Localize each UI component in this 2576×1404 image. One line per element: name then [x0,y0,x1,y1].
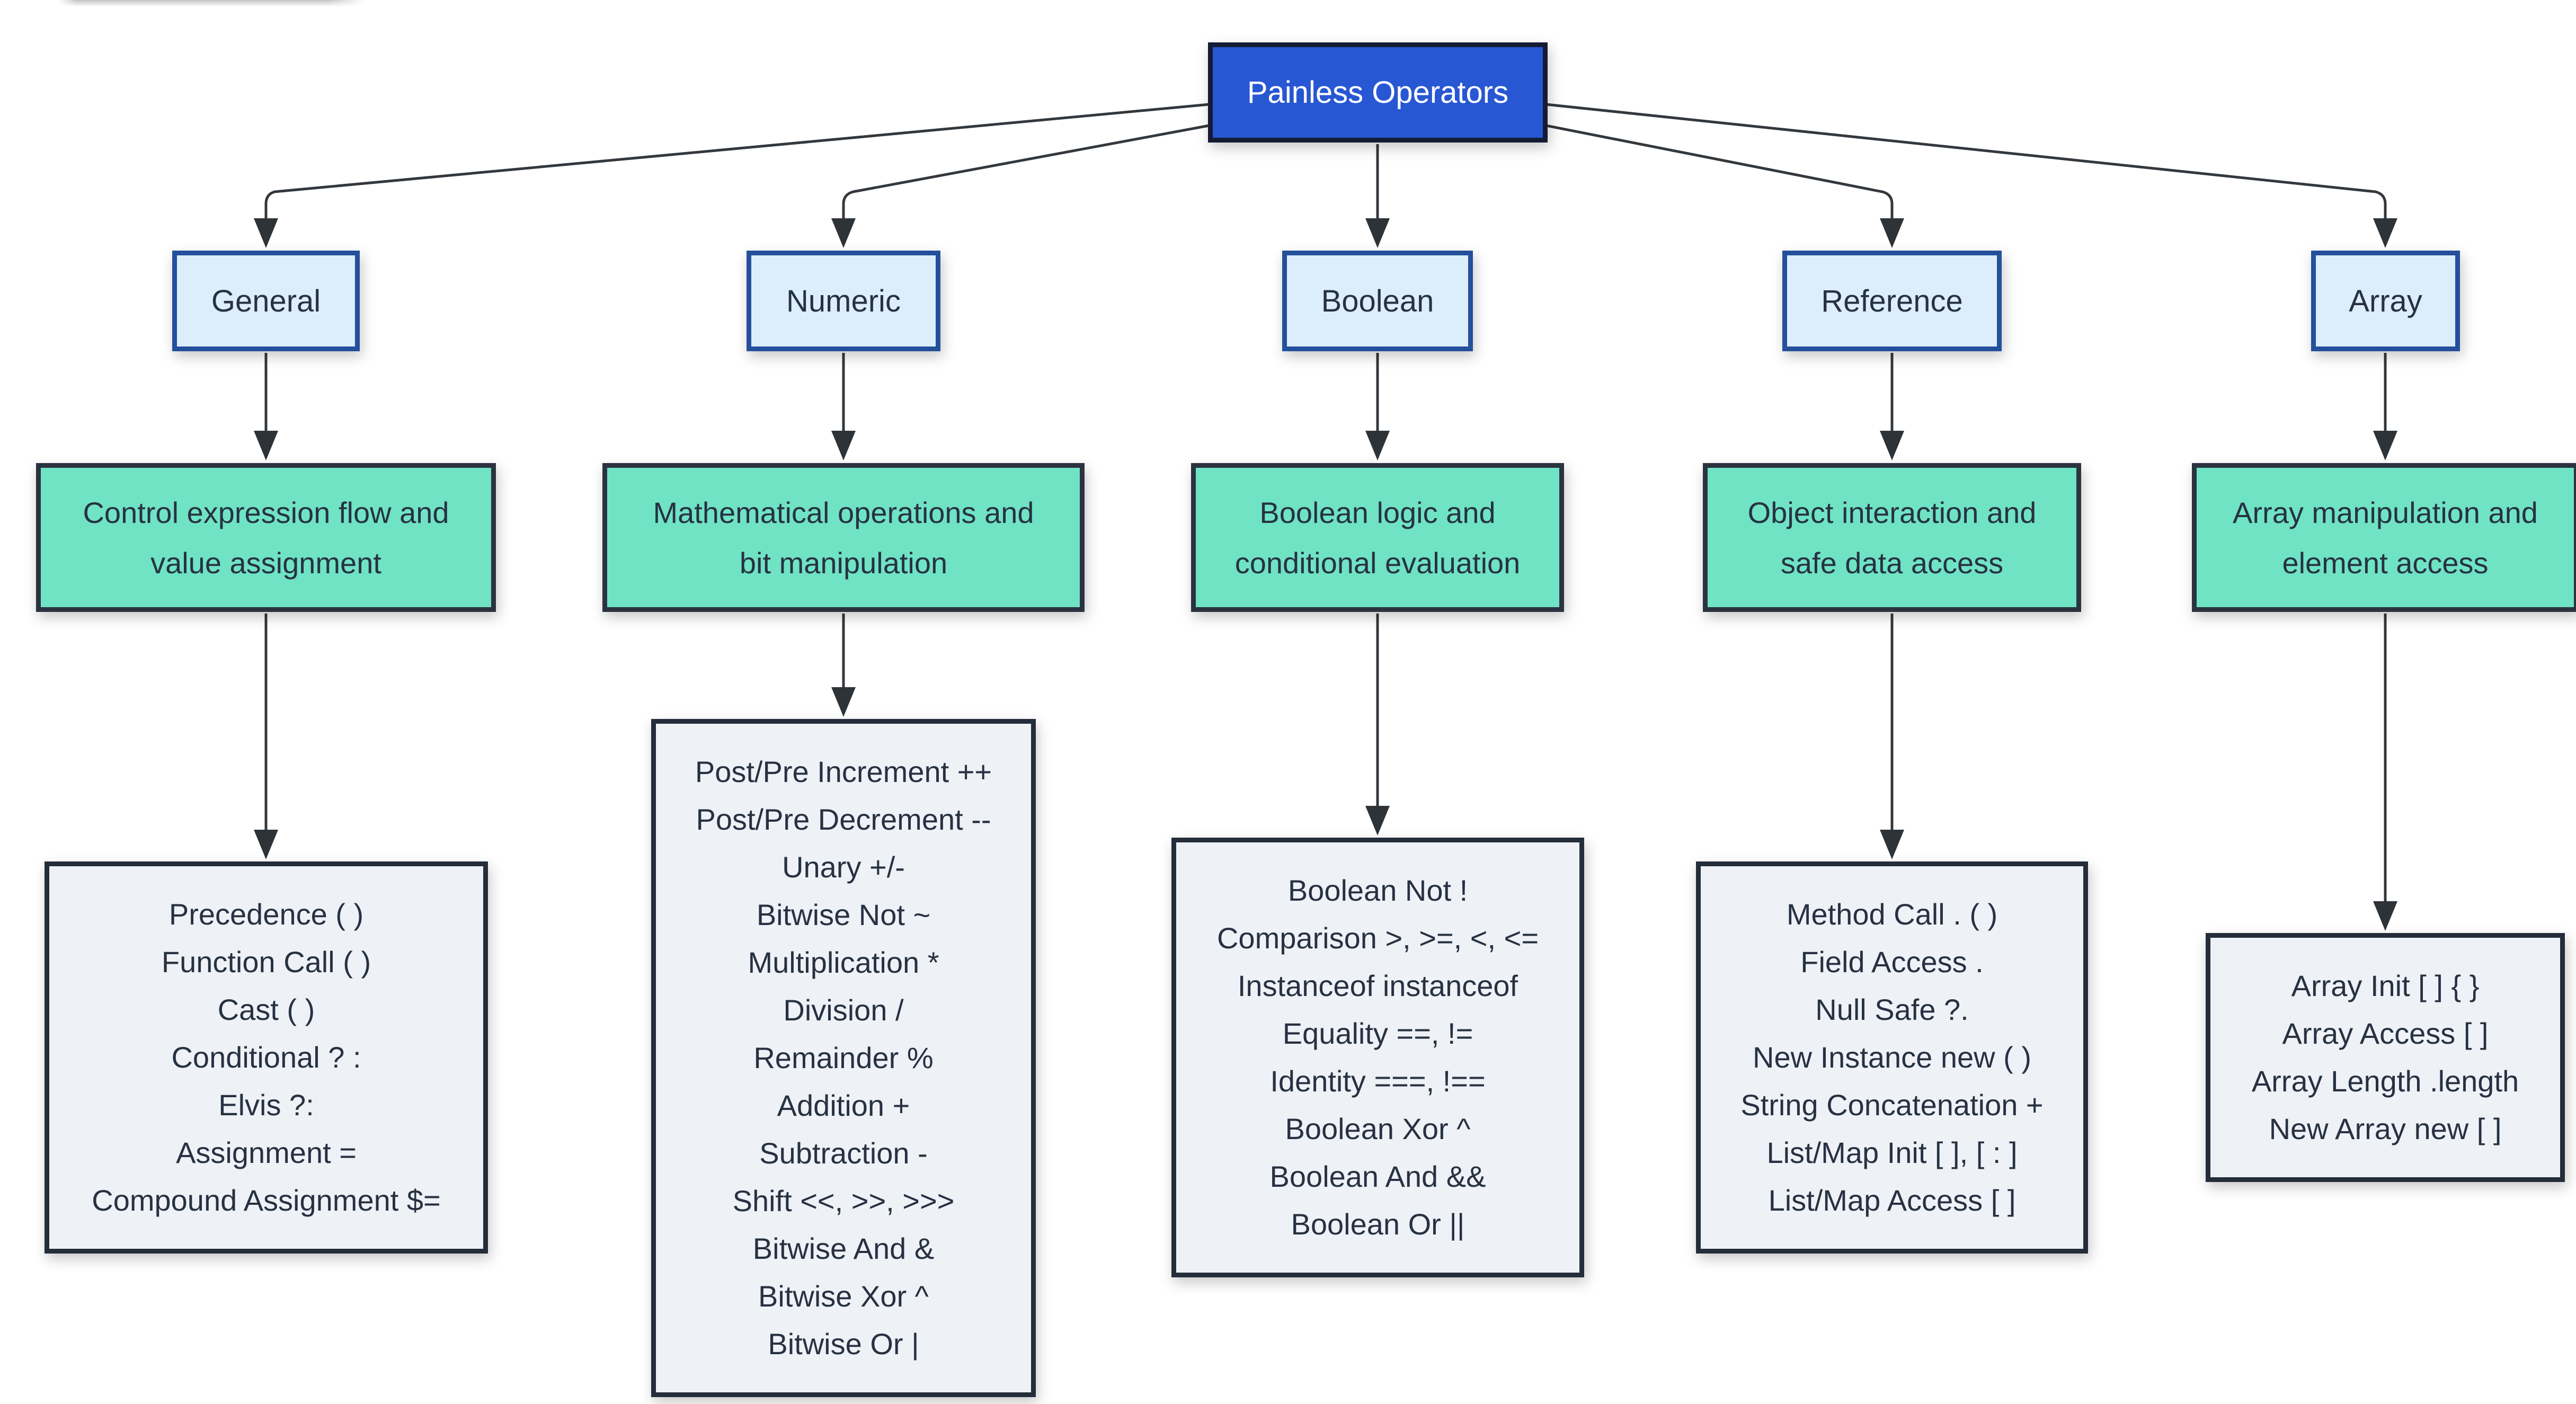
root-label: Painless Operators [1247,75,1509,110]
edge-root-to-general [254,103,1210,248]
node-details-general: Precedence ( ) Function Call ( ) Cast ( … [45,861,488,1254]
detail-line: List/Map Access [ ] [1768,1184,2016,1217]
detail-line: Remainder % [753,1041,934,1074]
detail-line: Post/Pre Decrement -- [696,803,991,836]
cutoff-element-shadow [58,0,365,7]
node-painless-operators: Painless Operators [1208,42,1548,143]
node-details-reference: Method Call . ( ) Field Access . Null Sa… [1696,861,2088,1254]
detail-line: Cast ( ) [217,993,315,1026]
detail-line: Elvis ?: [218,1088,314,1122]
detail-line: Subtraction - [759,1136,928,1170]
node-summary-boolean: Boolean logic and conditional evaluation [1191,463,1564,612]
detail-line: Boolean And && [1269,1160,1486,1193]
detail-line: Addition + [777,1089,910,1122]
summary-line: safe data access [1780,546,2004,580]
detail-line: Array Init [ ] { } [2291,969,2480,1002]
category-label: Array [2349,283,2422,318]
detail-line: Comparison >, >=, <, <= [1216,921,1539,955]
node-category-general: General [172,251,360,351]
detail-line: Shift <<, >>, >>> [732,1184,955,1218]
summary-line: Boolean logic and [1259,495,1496,529]
detail-line: Assignment = [176,1136,357,1169]
summary-line: Object interaction and [1747,495,2037,529]
summary-line: bit manipulation [739,546,948,580]
detail-line: Bitwise Or | [768,1327,919,1361]
node-details-boolean: Boolean Not ! Comparison >, >=, <, <= In… [1171,838,1584,1277]
detail-line: Compound Assignment $= [92,1184,441,1217]
edge-root-to-numeric [831,124,1210,248]
category-label: General [211,283,321,318]
category-label: Numeric [786,283,901,318]
detail-line: Instanceof instanceof [1237,969,1518,1002]
detail-line: Boolean Xor ^ [1285,1112,1471,1145]
detail-line: String Concatenation + [1740,1088,2044,1122]
detail-line: Bitwise And & [752,1232,935,1265]
edge-root-to-reference [1545,124,1904,248]
detail-line: Precedence ( ) [168,898,364,931]
node-category-array: Array [2311,251,2460,351]
detail-line: Division / [783,993,904,1027]
detail-line: Field Access . [1800,945,1984,979]
detail-line: List/Map Init [ ], [ : ] [1766,1136,2018,1169]
node-details-array: Array Init [ ] { } Array Access [ ] Arra… [2206,933,2565,1182]
detail-line: New Instance new ( ) [1753,1041,2031,1074]
detail-line: Array Length .length [2251,1064,2519,1098]
detail-line: Boolean Or || [1291,1207,1465,1241]
detail-line: Equality ==, != [1282,1017,1473,1050]
node-details-numeric: Post/Pre Increment ++ Post/Pre Decrement… [651,719,1036,1397]
category-label: Reference [1821,283,1963,318]
node-category-reference: Reference [1782,251,2002,351]
summary-line: Control expression flow and [83,495,449,529]
detail-line: Boolean Not ! [1287,874,1468,907]
node-summary-array: Array manipulation and element access [2192,463,2576,612]
detail-line: Bitwise Not ~ [756,898,931,931]
node-summary-general: Control expression flow and value assign… [36,463,496,612]
node-summary-numeric: Mathematical operations and bit manipula… [602,463,1085,612]
detail-line: New Array new [ ] [2269,1112,2502,1145]
summary-line: Array manipulation and [2233,495,2538,529]
category-label: Boolean [1321,283,1434,318]
detail-line: Unary +/- [782,850,905,884]
detail-line: Identity ===, !== [1270,1064,1486,1098]
node-category-boolean: Boolean [1282,251,1473,351]
edge-root-to-array [1545,103,2397,248]
detail-line: Function Call ( ) [161,945,371,979]
node-category-numeric: Numeric [747,251,940,351]
node-summary-reference: Object interaction and safe data access [1703,463,2081,612]
detail-line: Bitwise Xor ^ [758,1279,929,1313]
summary-line: value assignment [150,546,381,580]
summary-line: Mathematical operations and [653,495,1034,529]
detail-line: Array Access [ ] [2282,1017,2489,1050]
detail-line: Null Safe ?. [1815,993,1969,1026]
detail-line: Conditional ? : [171,1041,361,1074]
detail-line: Method Call . ( ) [1786,898,1998,931]
detail-line: Post/Pre Increment ++ [695,755,992,788]
summary-line: element access [2282,546,2489,580]
summary-line: conditional evaluation [1234,546,1521,580]
detail-line: Multiplication * [748,946,939,979]
